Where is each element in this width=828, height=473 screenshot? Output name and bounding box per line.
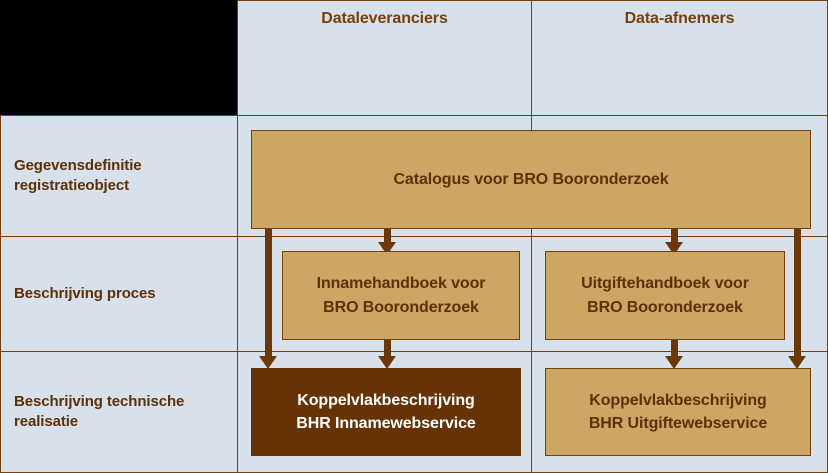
arrow-line-innamehandboek-to-koppelvlak-inname <box>384 340 391 358</box>
row-label-cell-beschrijving-proces <box>0 236 238 352</box>
arrow-head-uitgiftehandboek-to-koppelvlak-uitgifte <box>665 356 683 369</box>
arrow-line-uitgiftehandboek-to-koppelvlak-uitgifte <box>671 340 678 358</box>
box-innamehandboek[interactable]: Innamehandboek voor BRO Booronderzoek <box>282 251 520 340</box>
column-header-label: Data-afnemers <box>624 10 735 27</box>
box-koppelvlak-uitgifte[interactable]: Koppelvlakbeschrijving BHR Uitgiftewebse… <box>545 368 811 456</box>
box-uitgiftehandboek[interactable]: Uitgiftehandboek voor BRO Booronderzoek <box>545 251 785 340</box>
column-header-dataleveranciers: Dataleveranciers <box>237 0 532 40</box>
corner-block <box>0 0 238 116</box>
box-koppelvlak-inname[interactable]: Koppelvlakbeschrijving BHR Innamewebserv… <box>251 368 521 456</box>
column-header-cell-data-afnemers <box>531 0 828 116</box>
row-label-text: Beschrijving technische realisatie <box>14 392 185 430</box>
row-label-beschrijving-technische-realisatie: Beschrijving technische realisatie <box>0 351 238 473</box>
arrow-head-innamehandboek-to-koppelvlak-inname <box>378 356 396 369</box>
arrow-line-catalogus-to-innamehandboek <box>384 228 391 244</box>
arrow-head-catalogus-to-koppelvlak-uitgifte <box>788 356 806 369</box>
row-label-gegevensdefinitie: Gegevensdefinitie registratieobject <box>0 115 238 237</box>
column-header-cell-dataleveranciers <box>237 0 532 116</box>
box-label: Uitgiftehandboek voor BRO Booronderzoek <box>581 275 749 316</box>
arrow-line-catalogus-to-koppelvlak-uitgifte <box>794 228 801 358</box>
row-label-text: Gegevensdefinitie registratieobject <box>14 156 142 194</box>
box-label: Koppelvlakbeschrijving BHR Uitgiftewebse… <box>588 391 768 432</box>
arrow-head-catalogus-to-koppelvlak-inname <box>259 356 277 369</box>
row-label-text: Beschrijving proces <box>14 284 156 302</box>
row-label-beschrijving-proces: Beschrijving proces <box>0 236 238 352</box>
box-label: Koppelvlakbeschrijving BHR Innamewebserv… <box>296 391 476 432</box>
arrow-line-catalogus-to-koppelvlak-inname <box>265 228 272 358</box>
arrow-line-catalogus-to-uitgiftehandboek <box>671 228 678 244</box>
box-catalogus[interactable]: Catalogus voor BRO Booronderzoek <box>251 130 811 229</box>
box-label: Innamehandboek voor BRO Booronderzoek <box>316 275 486 316</box>
box-label: Catalogus voor BRO Booronderzoek <box>393 170 669 188</box>
column-header-data-afnemers: Data-afnemers <box>531 0 828 40</box>
row-label-cell-beschrijving-technische-realisatie <box>0 351 238 473</box>
column-header-label: Dataleveranciers <box>321 10 448 27</box>
